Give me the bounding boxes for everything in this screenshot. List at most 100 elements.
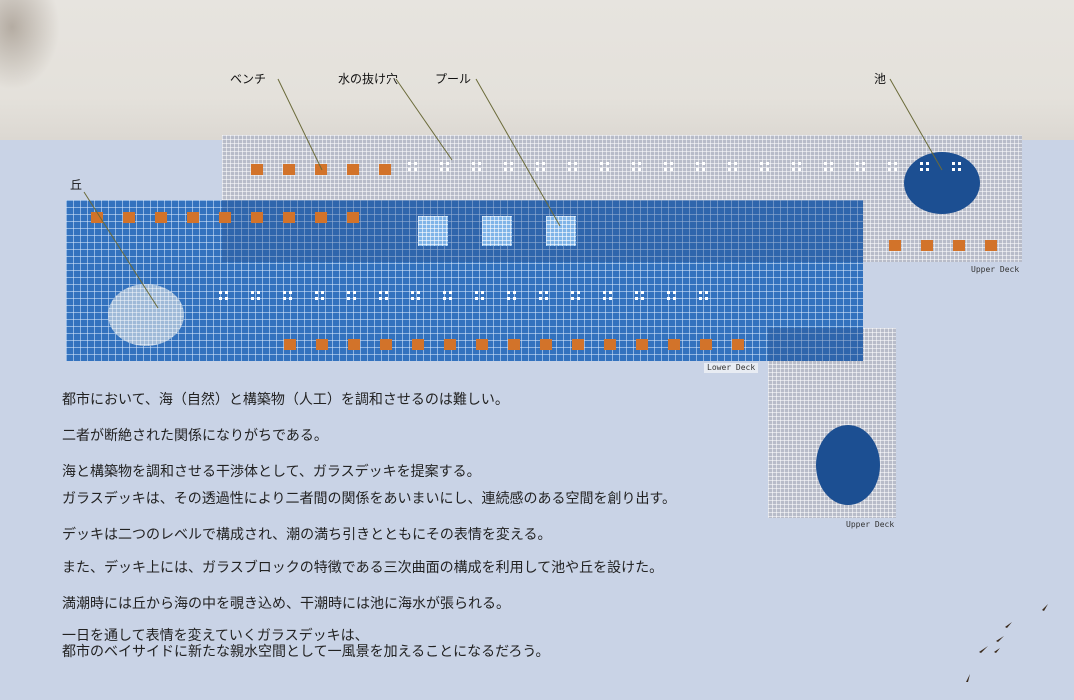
pool (482, 216, 512, 246)
upper-deck-label-top: Upper Deck (971, 265, 1020, 274)
bird-icon (996, 636, 1004, 642)
bench (347, 164, 359, 175)
drain-hole (958, 168, 961, 171)
drain-hole (920, 162, 923, 165)
bench (476, 339, 488, 350)
drain-hole (417, 297, 420, 300)
drain-hole (507, 297, 510, 300)
drain-hole (472, 162, 475, 165)
pool (418, 216, 448, 246)
description-line: また、デッキ上には、ガラスブロックの特徴である三次曲面の構成を利用して池や丘を設… (62, 560, 664, 576)
drain-hole (609, 291, 612, 294)
drain-hole (414, 162, 417, 165)
bench (444, 339, 456, 350)
label-pool: プール (435, 72, 472, 86)
drain-hole (734, 168, 737, 171)
bench (348, 339, 360, 350)
bench (921, 240, 933, 251)
drain-hole (664, 162, 667, 165)
drain-hole (475, 297, 478, 300)
drain-hole (888, 168, 891, 171)
description-line: 都市のベイサイドに新たな親水空間として一風景を加えることになるだろう。 (62, 644, 550, 660)
drain-hole (603, 291, 606, 294)
drain-hole (635, 297, 638, 300)
drain-hole (257, 297, 260, 300)
bench (315, 164, 327, 175)
bench (889, 240, 901, 251)
drain-hole (856, 168, 859, 171)
bird-icon (979, 646, 988, 653)
paper-stain (0, 0, 60, 90)
bench (380, 339, 392, 350)
drain-hole (760, 168, 763, 171)
drain-hole (926, 168, 929, 171)
drain-hole (481, 297, 484, 300)
drain-hole (702, 162, 705, 165)
drain-hole (411, 297, 414, 300)
bird-icon (1042, 604, 1048, 611)
drain-hole (696, 162, 699, 165)
drain-hole (577, 297, 580, 300)
drain-hole (536, 162, 539, 165)
drain-hole (321, 297, 324, 300)
leader-line-bench (277, 78, 323, 171)
leader-line-hill (83, 191, 159, 309)
drain-hole (472, 168, 475, 171)
bench (508, 339, 520, 350)
bench (412, 339, 424, 350)
description-line: デッキは二つのレベルで構成され、潮の満ち引きとともにその表情を変える。 (62, 527, 552, 543)
description-line: 都市において、海（自然）と構築物（人工）を調和させるのは難しい。 (62, 392, 509, 408)
drain-hole (385, 291, 388, 294)
description-line: 海と構築物を調和させる干渉体として、ガラスデッキを提案する。 (62, 464, 481, 480)
drain-hole (353, 291, 356, 294)
drain-hole (635, 291, 638, 294)
pool (546, 216, 576, 246)
drain-hole (225, 291, 228, 294)
bird-icon (1005, 622, 1012, 628)
drain-hole (408, 168, 411, 171)
drain-hole (856, 162, 859, 165)
drain-hole (702, 168, 705, 171)
drain-hole (481, 291, 484, 294)
drain-hole (478, 162, 481, 165)
drain-hole (568, 168, 571, 171)
drain-hole (504, 168, 507, 171)
bench (379, 164, 391, 175)
bench (316, 339, 328, 350)
bench (155, 212, 167, 223)
drain-hole (449, 297, 452, 300)
drain-hole (315, 297, 318, 300)
drain-hole (283, 291, 286, 294)
drain-hole (766, 162, 769, 165)
drain-hole (347, 297, 350, 300)
drain-hole (408, 162, 411, 165)
deck-overlap-band-lower (768, 328, 863, 361)
drain-hole (894, 168, 897, 171)
drain-hole (513, 291, 516, 294)
bench (284, 339, 296, 350)
drain-hole (926, 162, 929, 165)
drain-hole (542, 168, 545, 171)
drain-hole (696, 168, 699, 171)
label-hill: 丘 (70, 178, 83, 192)
drain-hole (478, 168, 481, 171)
drain-hole (411, 291, 414, 294)
drain-hole (568, 162, 571, 165)
hill (108, 284, 184, 346)
drain-hole (443, 297, 446, 300)
drain-hole (545, 297, 548, 300)
bench (604, 339, 616, 350)
drain-hole (417, 291, 420, 294)
drain-hole (545, 291, 548, 294)
drain-hole (632, 168, 635, 171)
drain-hole (225, 297, 228, 300)
drain-hole (574, 168, 577, 171)
leader-line-pond (889, 78, 943, 171)
drain-hole (638, 168, 641, 171)
lower-deck-label: Lower Deck (704, 363, 759, 373)
drain-hole (792, 168, 795, 171)
leader-line-pool (475, 78, 561, 227)
drain-hole (251, 291, 254, 294)
drain-hole (673, 297, 676, 300)
